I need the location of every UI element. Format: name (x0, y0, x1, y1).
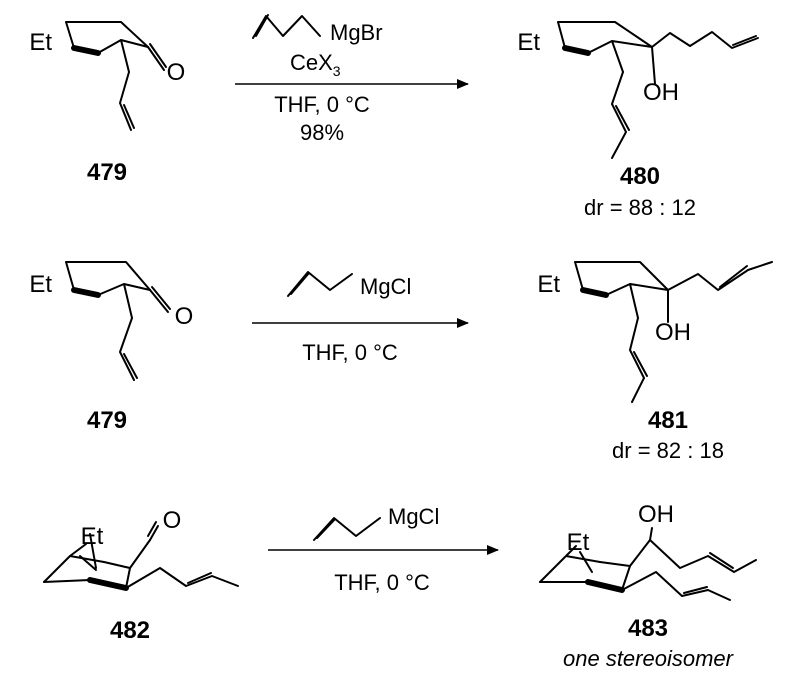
substituent-label: Et (29, 271, 52, 298)
substituent-label: Et (537, 271, 560, 298)
reagent-name: MgCl (388, 504, 439, 529)
hydroxyl-label: OH (638, 501, 674, 528)
carbonyl-oxygen-label: O (167, 59, 186, 86)
substituent-label: Et (81, 523, 104, 550)
reagent-2: MgCl (287, 271, 411, 299)
substituent-label: Et (29, 29, 52, 56)
reaction-1: Et O 479 MgBr CeX3 THF, 0 °C 98% Et OH 4… (29, 14, 759, 220)
reagent-3: MgCl (313, 504, 439, 541)
diastereomeric-ratio: dr = 82 : 18 (612, 438, 724, 463)
hydroxyl-label: OH (643, 79, 679, 106)
compound-number: 483 (628, 615, 668, 642)
hydroxyl-label: OH (655, 319, 691, 346)
conditions-yield: 98% (300, 120, 344, 145)
carbonyl-oxygen-label: O (163, 507, 182, 534)
product-483-structure: Et OH (539, 501, 757, 601)
stereo-note: one stereoisomer (563, 646, 735, 671)
substrate-479-structure: Et O (29, 21, 186, 131)
compound-number: 479 (87, 407, 127, 434)
reaction-3: Et O 482 MgCl THF, 0 °C Et OH 483 one st… (43, 501, 757, 671)
compound-number: 481 (648, 407, 688, 434)
substituent-label: Et (567, 529, 590, 556)
reaction-2: Et O 479 MgCl THF, 0 °C Et OH 481 dr = 8… (29, 261, 773, 463)
reagent-name: MgCl (360, 274, 411, 299)
substituent-label: Et (517, 29, 540, 56)
reagent-1: MgBr CeX3 (252, 14, 383, 79)
conditions-solvent: THF, 0 °C (302, 340, 398, 365)
product-481-structure: Et OH (537, 261, 773, 403)
carbonyl-oxygen-label: O (175, 303, 194, 330)
substrate-479-structure: Et O (29, 261, 194, 381)
conditions-solvent: THF, 0 °C (274, 92, 370, 117)
product-480-structure: Et OH (517, 21, 759, 159)
substrate-482-structure: Et O (43, 507, 239, 591)
reagent-name: MgBr (330, 20, 383, 45)
compound-number: 480 (620, 163, 660, 190)
compound-number: 482 (110, 617, 150, 644)
diastereomeric-ratio: dr = 88 : 12 (584, 195, 696, 220)
additive-label: CeX3 (290, 50, 341, 79)
conditions-solvent: THF, 0 °C (334, 570, 430, 595)
compound-number: 479 (87, 159, 127, 186)
